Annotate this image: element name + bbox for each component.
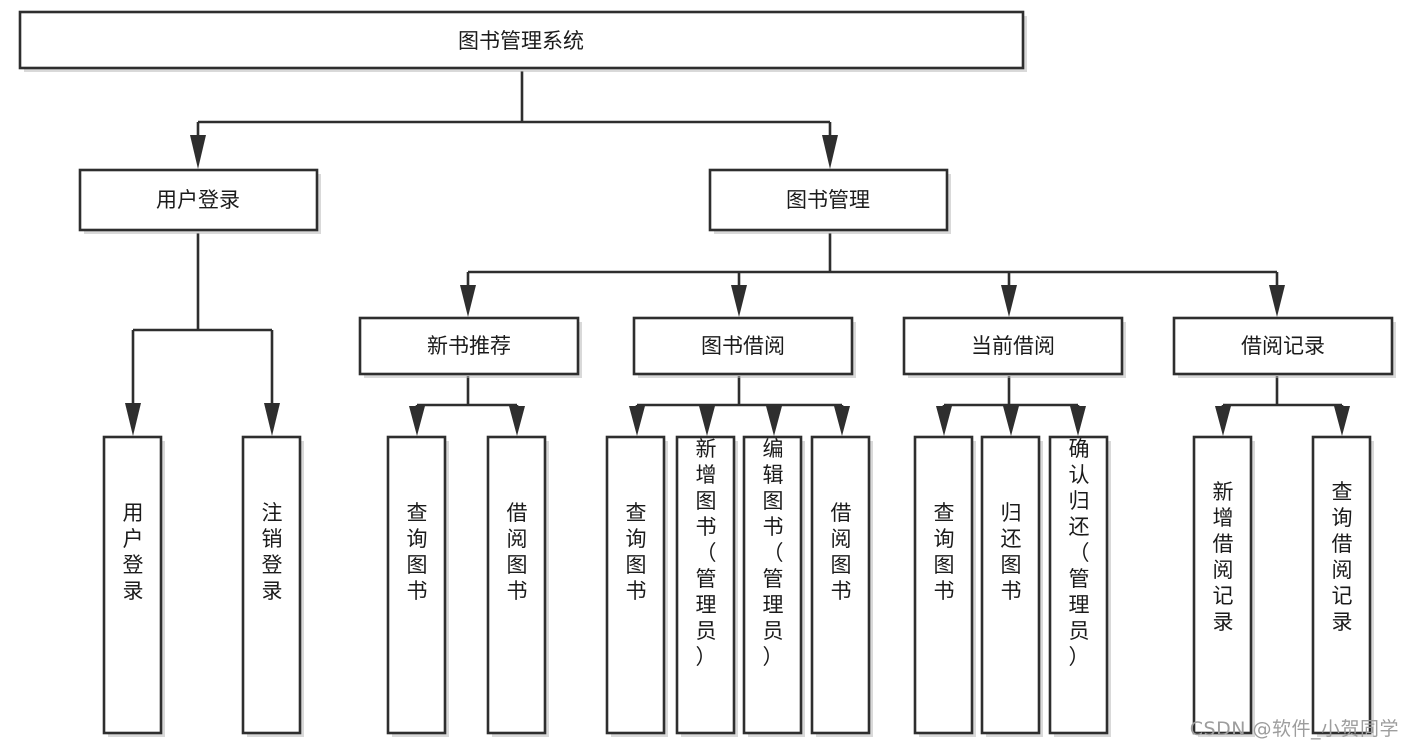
leaf-node-br-add-record[interactable]: 新增借阅记录 — [1192, 435, 1255, 737]
leaf-box-bb-add-book[interactable] — [675, 435, 736, 735]
root-box[interactable] — [18, 10, 1025, 70]
leaf-box-br-query-record[interactable] — [1311, 435, 1372, 735]
leaf-box-bb-query-book[interactable] — [605, 435, 666, 735]
arrow-head-book-manage — [822, 135, 838, 169]
new-book-recommend-box[interactable] — [358, 316, 580, 376]
arrow-head-bb-leaf-2 — [699, 406, 715, 436]
new-book-recommend-label: 新书推荐 — [427, 334, 511, 358]
leaf-box-bb-borrow-book[interactable] — [810, 435, 871, 735]
user-login-box[interactable] — [78, 168, 319, 232]
leaf-label-bb-add-book: 新增图书（管理员） — [696, 437, 717, 669]
arrow-head-new-book-recommend — [460, 285, 476, 317]
arrow-head-cb-leaf-1 — [936, 406, 952, 436]
leaf-box-logout[interactable] — [241, 435, 302, 735]
leaf-label-cb-confirm-return: 确认归还（管理员） — [1069, 437, 1090, 669]
node-current-borrow[interactable]: 当前借阅 — [902, 316, 1126, 378]
leaf-box-user-login[interactable] — [102, 435, 163, 735]
leaf-node-bb-edit-book[interactable]: 编辑图书（管理员） — [742, 435, 805, 737]
node-new-book-recommend[interactable]: 新书推荐 — [358, 316, 582, 378]
book-borrow-label: 图书借阅 — [701, 334, 785, 358]
leaf-node-cb-query-book[interactable]: 查询图书 — [913, 435, 976, 737]
arrow-head-br-leaf-1 — [1215, 406, 1231, 436]
connector-group — [125, 71, 1350, 436]
leaf-box-bb-edit-book[interactable] — [742, 435, 803, 735]
arrow-head-leaf-user-login — [125, 403, 141, 436]
leaf-node-bb-borrow-book[interactable]: 借阅图书 — [810, 435, 873, 737]
leaf-node-bb-query-book[interactable]: 查询图书 — [605, 435, 668, 737]
arrow-head-br-leaf-2 — [1334, 406, 1350, 436]
leaf-box-nb-query-book[interactable] — [386, 435, 447, 735]
leaf-node-bb-add-book[interactable]: 新增图书（管理员） — [675, 435, 738, 737]
leaf-box-cb-confirm-return[interactable] — [1048, 435, 1109, 735]
current-borrow-label: 当前借阅 — [971, 334, 1055, 358]
book-borrow-box[interactable] — [632, 316, 854, 376]
arrow-head-cb-leaf-3 — [1070, 406, 1086, 436]
arrow-head-nb-leaf-1 — [409, 406, 425, 436]
arrow-head-bb-leaf-3 — [766, 406, 782, 436]
arrow-head-current-borrow — [1001, 285, 1017, 317]
leaf-label-cb-query-book: 查询图书 — [934, 501, 955, 603]
node-root-book-management-system[interactable]: 图书管理系统 — [18, 10, 1027, 72]
leaf-label-br-add-record: 新增借阅记录 — [1213, 480, 1234, 634]
leaf-node-nb-query-book[interactable]: 查询图书 — [386, 435, 449, 737]
leaf-node-nb-borrow-book[interactable]: 借阅图书 — [486, 435, 549, 737]
leaf-label-cb-return-book: 归还图书 — [1001, 501, 1022, 603]
arrow-head-borrow-record — [1269, 285, 1285, 317]
node-book-borrow[interactable]: 图书借阅 — [632, 316, 856, 378]
leaf-node-logout[interactable]: 注销登录 — [241, 435, 304, 737]
leaf-label-br-query-record: 查询借阅记录 — [1332, 480, 1353, 634]
node-user-login[interactable]: 用户登录 — [78, 168, 321, 234]
leaf-label-user-login: 用户登录 — [123, 501, 144, 603]
leaf-label-nb-borrow-book: 借阅图书 — [507, 501, 528, 603]
root-label: 图书管理系统 — [458, 29, 584, 53]
leaf-box-br-add-record[interactable] — [1192, 435, 1253, 735]
leaf-label-bb-edit-book: 编辑图书（管理员） — [763, 437, 784, 669]
leaf-label-logout: 注销登录 — [262, 501, 283, 603]
node-borrow-record[interactable]: 借阅记录 — [1172, 316, 1396, 378]
book-management-label: 图书管理 — [786, 188, 870, 212]
current-borrow-box[interactable] — [902, 316, 1124, 376]
leaf-label-bb-borrow-book: 借阅图书 — [831, 501, 852, 603]
leaf-label-nb-query-book: 查询图书 — [407, 501, 428, 603]
book-management-box[interactable] — [708, 168, 949, 232]
leaf-node-cb-confirm-return[interactable]: 确认归还（管理员） — [1048, 435, 1111, 737]
node-book-management[interactable]: 图书管理 — [708, 168, 951, 234]
leaf-box-cb-query-book[interactable] — [913, 435, 974, 735]
leaf-node-br-query-record[interactable]: 查询借阅记录 — [1311, 435, 1374, 737]
leaf-box-cb-return-book[interactable] — [980, 435, 1041, 735]
arrow-head-book-borrow — [731, 285, 747, 317]
borrow-record-label: 借阅记录 — [1241, 334, 1325, 358]
arrow-head-cb-leaf-2 — [1003, 406, 1019, 436]
arrow-head-bb-leaf-1 — [629, 406, 645, 436]
borrow-record-box[interactable] — [1172, 316, 1394, 376]
leaf-node-user-login-action[interactable]: 用户登录 — [102, 435, 165, 737]
arrow-head-nb-leaf-2 — [509, 406, 525, 436]
arrow-head-leaf-logout — [264, 403, 280, 436]
user-login-label: 用户登录 — [156, 188, 240, 212]
leaf-node-cb-return-book[interactable]: 归还图书 — [980, 435, 1043, 737]
leaf-box-nb-borrow-book[interactable] — [486, 435, 547, 735]
arrow-head-bb-leaf-4 — [834, 406, 850, 436]
arrow-head-user-login — [190, 135, 206, 169]
leaf-label-bb-query-book: 查询图书 — [626, 501, 647, 603]
